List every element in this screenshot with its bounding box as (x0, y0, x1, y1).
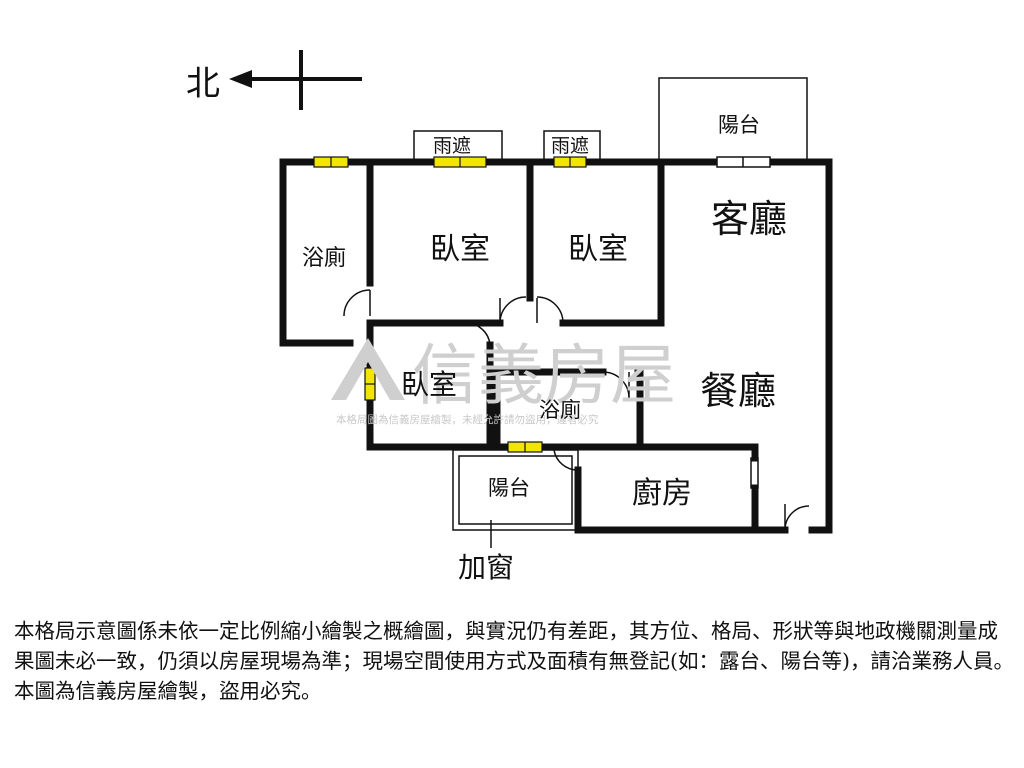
room-dining: 餐廳 (700, 369, 776, 413)
windows (313, 156, 587, 453)
room-canopy-1: 雨遮 (433, 135, 471, 157)
room-bedroom-1: 臥室 (430, 232, 490, 267)
room-living: 客廳 (711, 197, 787, 241)
floor-plan: 北 (186, 50, 833, 584)
room-balcony-bottom: 陽台 (488, 476, 530, 500)
watermark-brand: 信義房屋 (412, 337, 676, 414)
window-note: 加窗 (458, 551, 514, 584)
north-compass: 北 (186, 50, 362, 110)
room-bathroom-2: 浴廁 (539, 398, 581, 422)
arrow-left-icon (229, 70, 252, 88)
room-balcony-top: 陽台 (718, 113, 760, 137)
room-bedroom-3: 臥室 (401, 368, 457, 401)
sliding-door (716, 156, 771, 168)
watermark: 信義房屋 本格局圖為信義房屋繪製，未經允許請勿盜用，違者必究 (331, 337, 676, 426)
room-bathroom-1: 浴廁 (302, 246, 346, 271)
disclaimer-text: 本格局示意圖係未依一定比例縮小繪製之概繪圖，與實況仍有差距，其方位、格局、形狀等… (14, 619, 1014, 703)
brand-logo-icon (331, 338, 405, 400)
room-bedroom-2: 臥室 (568, 232, 628, 267)
room-labels: 陽台 雨遮 雨遮 客廳 浴廁 臥室 臥室 臥室 浴廁 餐廳 陽台 廚房 加窗 (302, 113, 787, 584)
room-canopy-2: 雨遮 (551, 135, 589, 157)
north-label: 北 (186, 64, 220, 104)
projections (413, 77, 808, 548)
room-kitchen: 廚房 (632, 476, 692, 511)
door-swings (343, 289, 810, 531)
watermark-small: 本格局圖為信義房屋繪製，未經允許請勿盜用，違者必究 (336, 413, 599, 426)
